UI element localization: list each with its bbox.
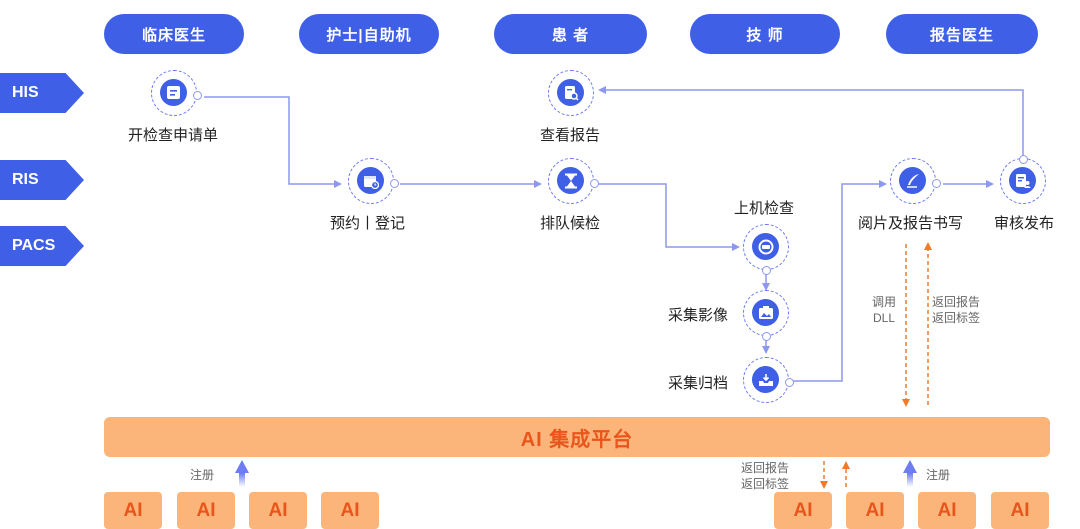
ai-integration-platform: AI 集成平台 <box>104 417 1050 457</box>
annotation-return-report: 返回报告 返回标签 <box>932 295 981 325</box>
node-exam-label: 上机检查 <box>734 200 795 217</box>
ai-module: AI <box>918 492 976 529</box>
node-capture-label: 采集影像 <box>668 307 729 324</box>
node-apply <box>151 70 202 116</box>
node-appointment-label: 预约丨登记 <box>330 215 406 232</box>
node-queue <box>548 158 599 204</box>
form-icon <box>167 86 180 99</box>
hourglass-icon <box>564 173 577 188</box>
role-nurse-kiosk: 护士|自助机 <box>299 14 439 54</box>
report-search-icon <box>564 85 579 101</box>
node-archive-label: 采集归档 <box>668 375 729 392</box>
node-read-report-label: 阅片及报告书写 <box>858 215 964 232</box>
archive-download-icon <box>758 373 773 386</box>
node-capture <box>743 290 789 341</box>
role-technician: 技 师 <box>690 14 840 54</box>
role-patient: 患 者 <box>494 14 647 54</box>
system-his: HIS <box>0 73 84 113</box>
node-apply-label: 开检查申请单 <box>128 127 219 144</box>
annotation-call-dll: 调用 DLL <box>872 295 897 325</box>
ai-module: AI <box>321 492 379 529</box>
ai-module: AI <box>177 492 235 529</box>
node-exam <box>743 224 789 275</box>
annotation-register-left: 注册 <box>190 468 215 482</box>
node-appointment <box>348 158 399 204</box>
ai-module: AI <box>774 492 832 529</box>
quill-pen-icon <box>906 173 919 188</box>
node-view-report <box>548 70 594 116</box>
ct-scanner-icon <box>758 239 773 254</box>
ai-module: AI <box>249 492 307 529</box>
ai-module: AI <box>991 492 1049 529</box>
system-pacs: PACS <box>0 226 84 266</box>
system-ris: RIS <box>0 160 84 200</box>
ai-module: AI <box>104 492 162 529</box>
node-queue-label: 排队候检 <box>540 215 601 232</box>
role-reporting-doctor: 报告医生 <box>886 14 1038 54</box>
node-review-label: 审核发布 <box>994 215 1055 232</box>
annotation-register-right: 注册 <box>926 468 951 482</box>
node-review <box>1000 155 1046 204</box>
image-capture-icon <box>758 305 773 319</box>
node-view-report-label: 查看报告 <box>540 127 601 144</box>
node-archive <box>743 357 794 403</box>
ai-module: AI <box>846 492 904 529</box>
annotation-return-bottom: 返回报告 返回标签 <box>741 461 790 491</box>
role-clinician: 临床医生 <box>104 14 244 54</box>
review-document-icon <box>1015 173 1030 188</box>
node-read-report <box>890 158 941 204</box>
calendar-clock-icon <box>363 175 379 189</box>
